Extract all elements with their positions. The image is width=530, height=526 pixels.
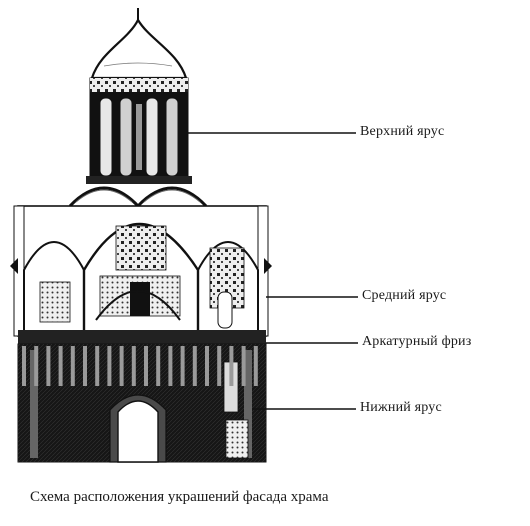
frieze-column <box>241 346 246 386</box>
frieze-column <box>205 346 209 386</box>
zakomaras <box>68 186 208 209</box>
leader-lines <box>188 132 358 410</box>
frieze-column <box>156 346 161 386</box>
frieze-column <box>217 346 222 386</box>
arcature-frieze <box>18 330 266 344</box>
diagram-caption: Схема расположения украшений фасада храм… <box>30 489 329 505</box>
frieze-column <box>168 346 173 386</box>
drum-columns <box>99 97 179 177</box>
frieze-column <box>83 346 87 386</box>
label-upper-tier: Верхний ярус <box>360 124 445 139</box>
frieze-column <box>131 346 136 386</box>
frieze-column <box>95 346 100 386</box>
frieze-column <box>34 346 39 386</box>
frieze-column <box>180 346 185 386</box>
frieze-column <box>253 346 258 386</box>
dome <box>90 8 188 80</box>
frieze-column <box>46 346 51 386</box>
frieze-column <box>229 346 234 386</box>
main-walls <box>10 205 272 338</box>
lower-tier <box>17 343 267 463</box>
frieze-column <box>119 346 124 386</box>
frieze-column <box>144 346 148 386</box>
frieze-column <box>107 346 112 386</box>
frieze-column <box>192 346 197 386</box>
label-lower-tier: Нижний ярус <box>360 400 442 415</box>
frieze-column <box>22 346 26 386</box>
frieze-column <box>70 346 75 386</box>
frieze-column <box>58 346 63 386</box>
drum <box>86 77 192 184</box>
label-arcature-frieze: Аркатурный фриз <box>362 334 472 349</box>
frieze-columns <box>22 346 258 386</box>
label-middle-tier: Средний ярус <box>362 288 447 303</box>
